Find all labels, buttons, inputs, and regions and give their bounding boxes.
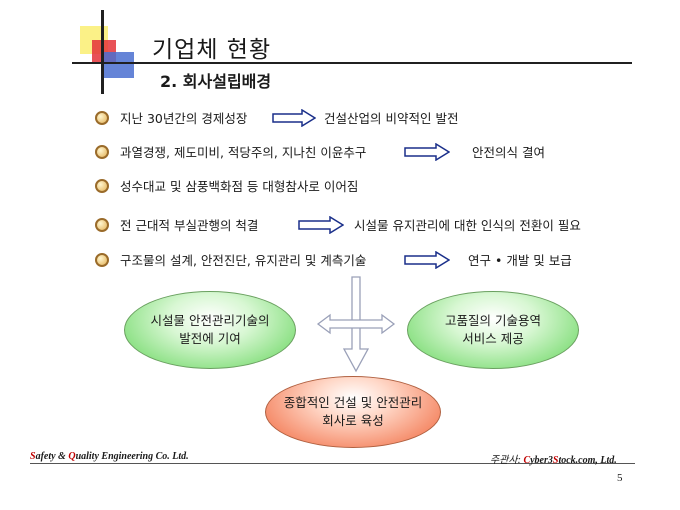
- host-label: 주관사:: [490, 455, 524, 466]
- bullet-icon: [95, 218, 109, 232]
- item-4-text: 전 근대적 부실관행의 척결: [120, 218, 259, 233]
- host-initial-c: C: [523, 455, 531, 466]
- item-4-result: 시설물 유지관리에 대한 인식의 전환이 필요: [354, 218, 581, 233]
- goal-ellipse-left: 시설물 안전관리기술의 발전에 기여: [124, 291, 296, 369]
- goal-bottom-line-2: 회사로 육성: [322, 413, 384, 428]
- title-underline: [72, 62, 632, 64]
- footer-divider: [30, 463, 635, 464]
- company-initial-s: S: [30, 451, 36, 462]
- host-text-2: tock.com, Ltd.: [558, 455, 617, 466]
- goal-right-line-2: 서비스 제공: [462, 331, 524, 346]
- goal-bottom-line-1: 종합적인 건설 및 안전관리: [283, 395, 423, 410]
- bullet-icon: [95, 111, 109, 125]
- goal-left-line-2: 발전에 기여: [179, 331, 241, 346]
- host-initial-s: S: [552, 455, 559, 466]
- section-subtitle: 2. 회사설립배경: [160, 72, 272, 91]
- right-arrow-icon: [404, 251, 450, 269]
- item-1-result: 건설산업의 비약적인 발전: [324, 111, 459, 126]
- page-title: 기업체 현황: [152, 37, 272, 63]
- company-text-1: afety &: [35, 451, 69, 462]
- item-2-result: 안전의식 결여: [472, 145, 545, 160]
- goal-left-line-1: 시설물 안전관리기술의: [150, 313, 270, 328]
- host-text-1: yber3: [530, 455, 553, 466]
- company-initial-q: Q: [68, 451, 76, 462]
- bullet-icon: [95, 253, 109, 267]
- right-arrow-icon: [404, 143, 450, 161]
- bullet-icon: [95, 179, 109, 193]
- item-3-text: 성수대교 및 삼풍백화점 등 대형참사로 이어짐: [120, 179, 359, 194]
- goal-ellipse-right: 고품질의 기술용역 서비스 제공: [407, 291, 579, 369]
- logo-blue-square: [104, 52, 134, 78]
- logo-vertical-line: [101, 10, 104, 94]
- bullet-icon: [95, 145, 109, 159]
- item-5-text: 구조물의 설계, 안전진단, 유지관리 및 계측기술: [120, 253, 367, 268]
- item-1-text: 지난 30년간의 경제성장: [120, 111, 248, 126]
- item-5-result: 연구 • 개발 및 보급: [468, 253, 572, 268]
- page-number: 5: [617, 472, 623, 484]
- goal-ellipse-bottom: 종합적인 건설 및 안전관리 회사로 육성: [265, 376, 441, 448]
- footer-company: Safety & Quality Engineering Co. Ltd.: [30, 451, 189, 462]
- right-arrow-icon: [298, 216, 344, 234]
- goal-right-line-1: 고품질의 기술용역: [445, 313, 541, 328]
- footer-host: 주관사: Cyber3Stock.com, Ltd.: [490, 451, 617, 466]
- cross-arrows-icon: [316, 276, 396, 373]
- item-2-text: 과열경쟁, 제도미비, 적당주의, 지나친 이윤추구: [120, 145, 367, 160]
- right-arrow-icon: [272, 109, 316, 127]
- company-text-2: uality Engineering Co. Ltd.: [75, 451, 189, 462]
